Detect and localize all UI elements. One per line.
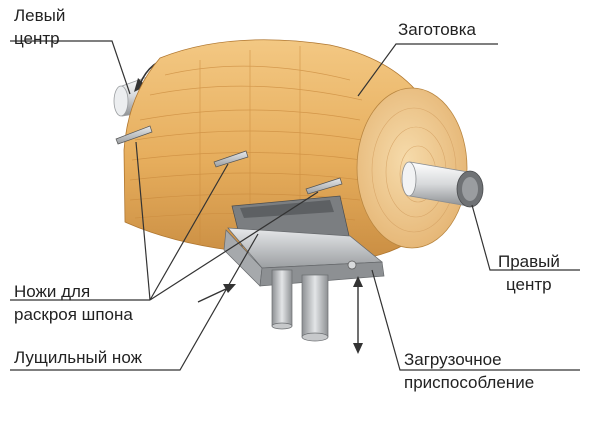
- label-left-center-line1: Левый: [14, 6, 66, 25]
- rotation-arrowhead-icon: [134, 78, 146, 92]
- label-veneer-knives-line1: Ножи для: [14, 282, 91, 301]
- label-right-center-line1: Правый: [498, 252, 560, 271]
- leader-veneer-knives-3: [149, 191, 319, 301]
- peeling-knife-assembly: [223, 195, 385, 287]
- leader-left-center: [10, 40, 131, 95]
- feed-direction-arrow-icon: [197, 284, 236, 303]
- label-workpiece: Заготовка: [398, 20, 476, 39]
- label-left-center-line2: центр: [14, 29, 60, 48]
- leader-lines: [10, 40, 580, 371]
- veneer-knife-1: [115, 125, 153, 145]
- veneer-knife-3: [305, 177, 343, 195]
- label-right-center: Правый центр: [498, 252, 560, 294]
- leader-loading-device: [371, 269, 580, 371]
- label-veneer-knives-line2: раскроя шпона: [14, 305, 133, 324]
- leader-peeling-knife: [10, 233, 259, 371]
- label-right-center-line2: центр: [506, 275, 552, 294]
- right-center-shaft: [401, 161, 484, 208]
- label-loading-device: Загрузочное приспособление: [404, 350, 534, 392]
- label-veneer-knives: Ножи для раскроя шпона: [14, 282, 133, 324]
- leader-workpiece: [357, 43, 498, 97]
- veneer-knife-2: [213, 150, 249, 168]
- label-left-center: Левый центр: [14, 6, 65, 48]
- leader-veneer-knives-1: [135, 141, 151, 301]
- label-loading-device-line2: приспособление: [404, 373, 535, 392]
- label-loading-device-line1: Загрузочное: [404, 350, 502, 369]
- leader-right-center: [471, 204, 580, 271]
- leader-veneer-knives-2: [149, 163, 229, 301]
- vertical-motion-arrow-icon: [353, 276, 363, 354]
- label-peeling-knife: Лущильный нож: [14, 348, 142, 367]
- veneer-knives: [115, 125, 343, 195]
- loading-device: [271, 269, 329, 342]
